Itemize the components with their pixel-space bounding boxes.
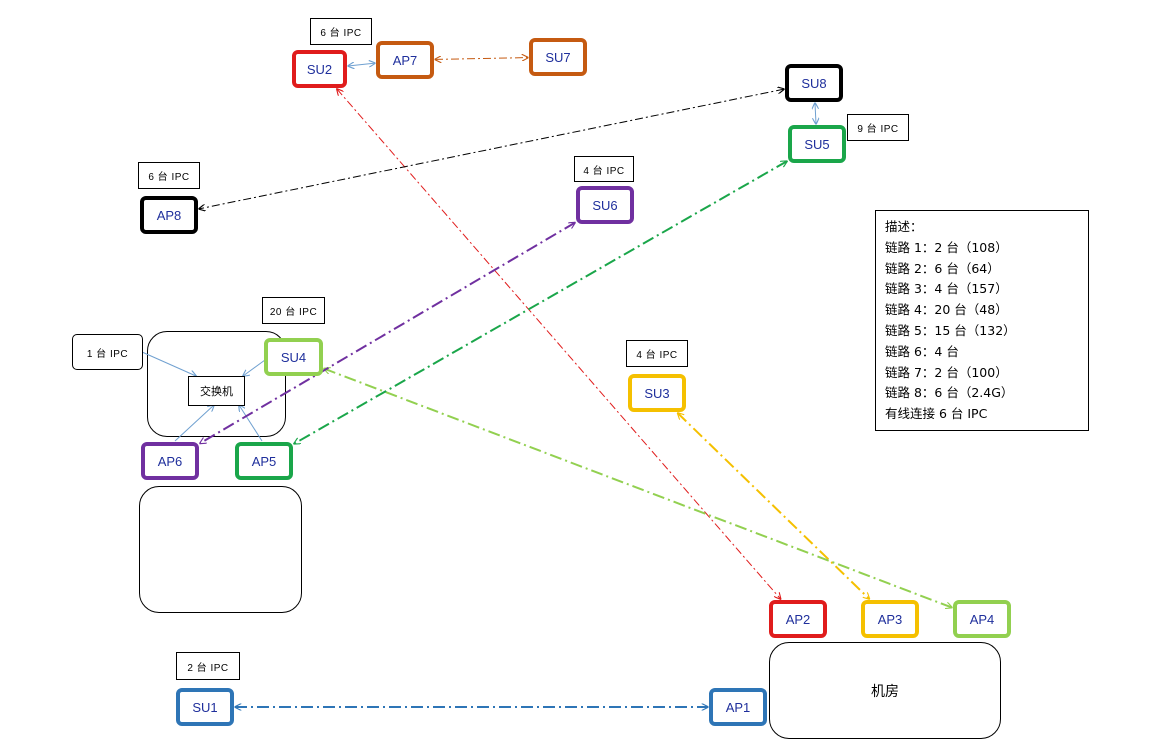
su2-node[interactable]: SU2 — [292, 50, 347, 88]
su8-node[interactable]: SU8 — [785, 64, 843, 102]
legend-title: 描述： — [885, 219, 923, 234]
legend-line: 链路 2：6 台（64） — [885, 260, 1000, 276]
link-su3-ap3 — [678, 413, 870, 599]
legend-line: 链路 7：2 台（100） — [885, 364, 1008, 380]
su1-label: SU1 — [192, 699, 218, 715]
ap2-node[interactable]: AP2 — [769, 600, 827, 638]
ipc-tag-su4: 20 台 IPC — [262, 297, 325, 324]
machine-room-label: 机房 — [871, 682, 899, 699]
legend-line: 有线连接 6 台 IPC — [885, 406, 988, 422]
switch-box: 交换机 — [188, 376, 245, 406]
ap6-label: AP6 — [157, 453, 183, 469]
link-ap7-su7 — [435, 58, 528, 60]
su7-label: SU7 — [545, 49, 571, 65]
ipc-tag-su3: 4 台 IPC — [626, 340, 688, 367]
ipc-tag-su1: 2 台 IPC — [176, 652, 240, 680]
wire-ap6-switch — [174, 405, 214, 442]
su3-node[interactable]: SU3 — [628, 374, 686, 412]
ipc-tag-su6: 4 台 IPC — [574, 156, 634, 182]
ipc-tag-wired: 1 台 IPC — [72, 334, 143, 370]
machine-room: 机房 — [769, 642, 1001, 739]
ap7-label: AP7 — [392, 52, 418, 68]
legend-line: 链路 6：4 台 — [885, 343, 959, 359]
ap4-label: AP4 — [969, 611, 995, 627]
legend-line: 链路 5：15 台（132） — [885, 322, 1016, 338]
su4-label: SU4 — [280, 349, 307, 365]
wire-ipc-switch — [141, 351, 196, 376]
ap8-label: AP8 — [156, 207, 182, 223]
legend-line: 链路 3：4 台（157） — [885, 281, 1008, 297]
ap8-node[interactable]: AP8 — [140, 196, 198, 234]
su6-node[interactable]: SU6 — [576, 186, 634, 224]
ap1-label: AP1 — [725, 699, 751, 715]
link-su8-su5 — [815, 103, 816, 124]
ap3-label: AP3 — [877, 611, 903, 627]
wire-ap5-switch — [239, 405, 263, 442]
su3-label: SU3 — [644, 385, 670, 401]
link-su6-ap6 — [200, 223, 575, 444]
ap4-node[interactable]: AP4 — [953, 600, 1011, 638]
su7-node[interactable]: SU7 — [529, 38, 587, 76]
ap1-node[interactable]: AP1 — [709, 688, 767, 726]
building-area-lower — [139, 486, 302, 613]
legend-box: 描述： 链路 1：2 台（108） 链路 2：6 台（64） 链路 3：4 台（… — [875, 210, 1089, 431]
su5-node[interactable]: SU5 — [788, 125, 846, 163]
ap2-label: AP2 — [785, 611, 811, 627]
su1-node[interactable]: SU1 — [176, 688, 234, 726]
ap6-node[interactable]: AP6 — [141, 442, 199, 480]
ipc-tag-su2: 6 台 IPC — [310, 18, 372, 45]
wire-su4-switch — [243, 359, 266, 376]
su8-label: SU8 — [801, 75, 827, 91]
su4-node[interactable]: SU4 — [264, 338, 323, 376]
ap7-node[interactable]: AP7 — [376, 41, 434, 79]
switch-label: 交换机 — [200, 386, 233, 398]
link-su2-ap2 — [337, 89, 781, 599]
ipc-tag-ap8: 6 台 IPC — [138, 162, 200, 189]
su2-label: SU2 — [306, 61, 333, 77]
su5-label: SU5 — [804, 136, 830, 152]
legend-line: 链路 8：6 台（2.4G） — [885, 385, 1014, 401]
ap5-node[interactable]: AP5 — [235, 442, 293, 480]
legend-line: 链路 4：20 台（48） — [885, 302, 1008, 318]
legend-line: 链路 1：2 台（108） — [885, 239, 1008, 255]
ipc-tag-su5: 9 台 IPC — [847, 114, 909, 141]
link-su2-ap7 — [348, 63, 375, 66]
link-su8-ap8 — [199, 89, 784, 209]
ap5-label: AP5 — [251, 453, 277, 469]
su6-label: SU6 — [592, 197, 618, 213]
link-su5-ap5 — [294, 161, 787, 444]
ap3-node[interactable]: AP3 — [861, 600, 919, 638]
